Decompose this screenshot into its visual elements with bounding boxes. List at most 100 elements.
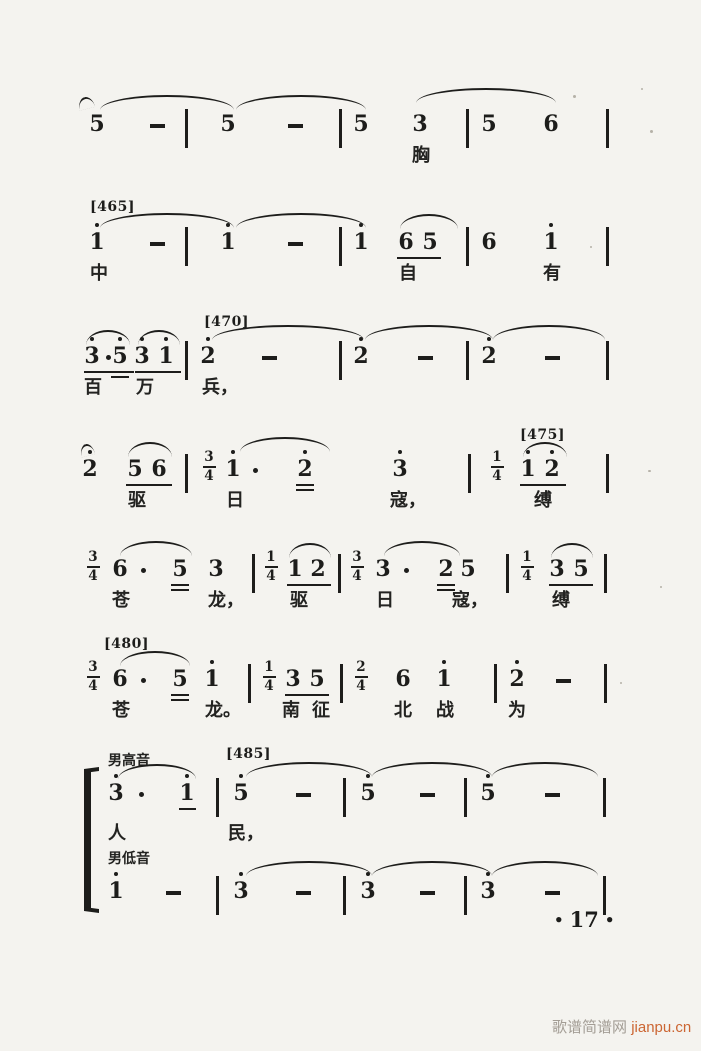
octave-dot [239, 774, 243, 778]
time-signature-part: 1 [264, 659, 274, 675]
octave-dot [118, 337, 122, 341]
note-digit: 1 [287, 556, 303, 582]
bar-line [343, 876, 346, 915]
note-digit: 5 [89, 111, 105, 137]
underline-double [111, 375, 129, 378]
lyric: 寇， [390, 490, 426, 510]
bar-line [248, 664, 251, 703]
bar-line [604, 664, 607, 703]
bar-line [606, 341, 609, 380]
slur [118, 764, 196, 779]
time-signature-part [354, 676, 368, 678]
note-digit: 3 [233, 878, 249, 904]
note-digit: 6 [395, 666, 411, 692]
sustain-dash [150, 242, 165, 246]
slur [128, 442, 172, 457]
underline [126, 484, 172, 487]
bar-line [606, 109, 609, 148]
underline [179, 808, 196, 811]
note-digit: 2 [509, 666, 525, 692]
bar-line [216, 778, 219, 817]
note-digit: 2 [310, 556, 326, 582]
lyric: 日 [226, 490, 244, 510]
slur [523, 442, 567, 457]
note-digit: 5 [127, 456, 143, 482]
time-signature-part: 1 [522, 549, 532, 565]
rehearsal-mark: [470] [204, 314, 249, 330]
slur [240, 437, 330, 452]
sustain-dash [150, 124, 165, 128]
time-signature-part: 4 [356, 677, 366, 694]
note-digit: 3 [375, 556, 391, 582]
octave-dot [359, 223, 363, 227]
sustain-dash [545, 891, 560, 895]
time-signature-part: 3 [88, 549, 98, 565]
watermark-site-url[interactable]: jianpu.cn [631, 1019, 692, 1036]
note-digit: 5 [220, 111, 236, 137]
note-digit: 1 [436, 666, 452, 692]
note-digit: 1 [353, 229, 369, 255]
note-digit: 5 [422, 229, 438, 255]
lyric: 中 [90, 263, 108, 283]
lyric: 缚 [534, 490, 552, 510]
page-number-dot-right: • [604, 911, 615, 929]
octave-dot [206, 337, 210, 341]
octave-dot [210, 660, 214, 664]
octave-dot [231, 450, 235, 454]
slur [100, 213, 234, 228]
time-signature-part: 4 [522, 567, 532, 584]
underline-double [437, 584, 455, 587]
bar-line [468, 454, 471, 493]
slur [372, 861, 492, 876]
note-digit: 1 [204, 666, 220, 692]
page-number-dot-left: • [554, 911, 564, 929]
lyric: 兵， [202, 377, 238, 397]
bar-line [252, 554, 255, 593]
note-digit: 5 [360, 780, 376, 806]
octave-dot [90, 337, 94, 341]
lyric: 胸 [412, 145, 430, 165]
bar-line [185, 227, 188, 266]
bar-line [340, 664, 343, 703]
bar-line [464, 778, 467, 817]
slur [416, 88, 556, 103]
bar-line [343, 778, 346, 817]
slur [551, 543, 593, 558]
underline-double [171, 588, 189, 591]
sustain-dash [288, 124, 303, 128]
note-digit: 1 [225, 456, 241, 482]
sustain-dash [545, 356, 560, 360]
underline-double [296, 484, 314, 487]
rehearsal-mark: [475] [520, 427, 565, 443]
bar-line [185, 454, 188, 493]
underline [287, 584, 331, 587]
note-digit: 5 [309, 666, 325, 692]
note-digit: 2 [200, 343, 216, 369]
lyric: 战 [436, 700, 454, 720]
note-digit: 6 [112, 666, 128, 692]
bar-line [466, 341, 469, 380]
augmentation-dot [141, 568, 146, 573]
slur [289, 543, 331, 558]
underline-double [171, 698, 189, 701]
slur [236, 95, 366, 110]
octave-dot [185, 774, 189, 778]
octave-dot [164, 337, 168, 341]
sustain-dash [166, 891, 181, 895]
time-signature-part: 4 [204, 467, 214, 484]
note-digit: 2 [544, 456, 560, 482]
bar-line [466, 227, 469, 266]
octave-dot [515, 660, 519, 664]
bar-line [606, 454, 609, 493]
time-signature-part [264, 566, 278, 568]
octave-dot [239, 872, 243, 876]
page-number: •17• [548, 909, 620, 930]
scan-speck [590, 246, 592, 248]
underline-double [171, 584, 189, 587]
lyric: 苍 [112, 590, 130, 610]
bar-line [506, 554, 509, 593]
augmentation-dot [106, 355, 111, 360]
